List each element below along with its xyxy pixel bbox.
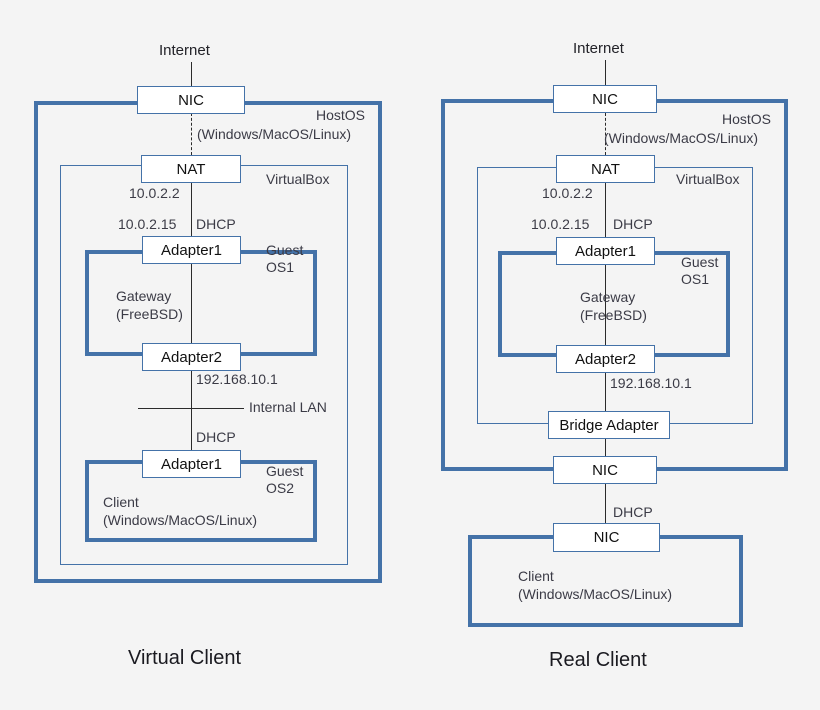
right-bridge-to-nic-line (605, 439, 606, 457)
right-caption: Real Client (549, 649, 647, 671)
right-nat-to-adapter1-line (605, 183, 606, 237)
left-guest-os2-role-line1: Client (103, 494, 139, 510)
right-guest-os1-role-line1: Gateway (580, 289, 636, 305)
right-adapter2-to-bridge-line (605, 373, 606, 411)
right-internet-label: Internet (573, 40, 624, 57)
right-real-client-role-line1: Client (518, 568, 554, 584)
right-nic-to-client-nic-line (605, 484, 606, 524)
left-guest-os1-role-line2: (FreeBSD) (116, 306, 183, 322)
right-guest-os1-adapter2-node[interactable]: Adapter2 (556, 345, 655, 373)
left-guest-os1-adapter1-node[interactable]: Adapter1 (142, 236, 241, 264)
left-dhcp-top-label: DHCP (196, 216, 236, 232)
left-guest-os1-badge-line1: Guest (266, 242, 304, 258)
right-adapter-ip-label: 10.0.2.15 (531, 216, 590, 232)
left-host-os-platform-label: (Windows/MacOS/Linux) (197, 126, 352, 142)
left-adapter1-to-adapter2-line (191, 258, 192, 343)
left-guest-os1-badge-line2: OS1 (266, 259, 295, 275)
left-guest-os2-badge-line2: OS2 (266, 480, 295, 496)
left-guest-os1-adapter2-node[interactable]: Adapter2 (142, 343, 241, 371)
left-internal-lan-line (138, 408, 244, 409)
right-host-os-platform-label: (Windows/MacOS/Linux) (604, 130, 759, 146)
left-adapter2-to-guest-os2-line (191, 367, 192, 457)
right-adapter1-to-adapter2-line (605, 265, 606, 345)
right-nat-node[interactable]: NAT (556, 155, 655, 183)
left-caption: Virtual Client (128, 647, 242, 669)
right-guest-os1-adapter1-node[interactable]: Adapter1 (556, 237, 655, 265)
right-client-dhcp-label: DHCP (613, 504, 653, 520)
left-internet-label: Internet (159, 42, 210, 59)
left-nat-node[interactable]: NAT (141, 155, 241, 183)
left-nic-node[interactable]: NIC (137, 86, 245, 114)
right-bridge-adapter-node[interactable]: Bridge Adapter (548, 411, 670, 439)
right-virtualbox-label: VirtualBox (676, 171, 740, 187)
left-adapter-ip-label: 10.0.2.15 (118, 216, 177, 232)
left-guest-os1-role-line1: Gateway (116, 288, 172, 304)
left-guest-os2-adapter1-node[interactable]: Adapter1 (142, 450, 241, 478)
right-host-os-label: HostOS (722, 111, 772, 127)
left-host-os-label: HostOS (316, 107, 366, 123)
right-host-nic-top-node[interactable]: NIC (553, 85, 657, 113)
right-dhcp-top-label: DHCP (613, 216, 653, 232)
left-internal-lan-label: Internal LAN (249, 399, 327, 415)
left-guest-os2-badge-line1: Guest (266, 463, 304, 479)
right-guest-os1-badge-line2: OS1 (681, 271, 710, 287)
left-virtualbox-label: VirtualBox (266, 171, 330, 187)
right-internet-to-nic-line (605, 60, 606, 85)
left-dhcp-bottom-label: DHCP (196, 429, 236, 445)
left-lan-ip-label: 192.168.10.1 (196, 371, 278, 387)
left-internet-to-nic-line (191, 62, 192, 87)
right-guest-os1-role-line2: (FreeBSD) (580, 307, 647, 323)
right-real-client-nic-node[interactable]: NIC (553, 523, 660, 552)
right-lan-ip-label: 192.168.10.1 (610, 375, 692, 391)
right-real-client-role-line2: (Windows/MacOS/Linux) (518, 586, 673, 602)
right-guest-os1-badge-line1: Guest (681, 254, 719, 270)
left-guest-os2-role-line2: (Windows/MacOS/Linux) (103, 512, 258, 528)
left-nic-to-nat-dashed-line (191, 113, 192, 155)
left-nat-to-adapter1-line (191, 183, 192, 236)
right-host-nic-bottom-node[interactable]: NIC (553, 456, 657, 484)
right-nat-ip-label: 10.0.2.2 (542, 185, 593, 201)
left-nat-ip-label: 10.0.2.2 (129, 185, 180, 201)
right-nic-to-nat-dashed-line (605, 113, 606, 155)
